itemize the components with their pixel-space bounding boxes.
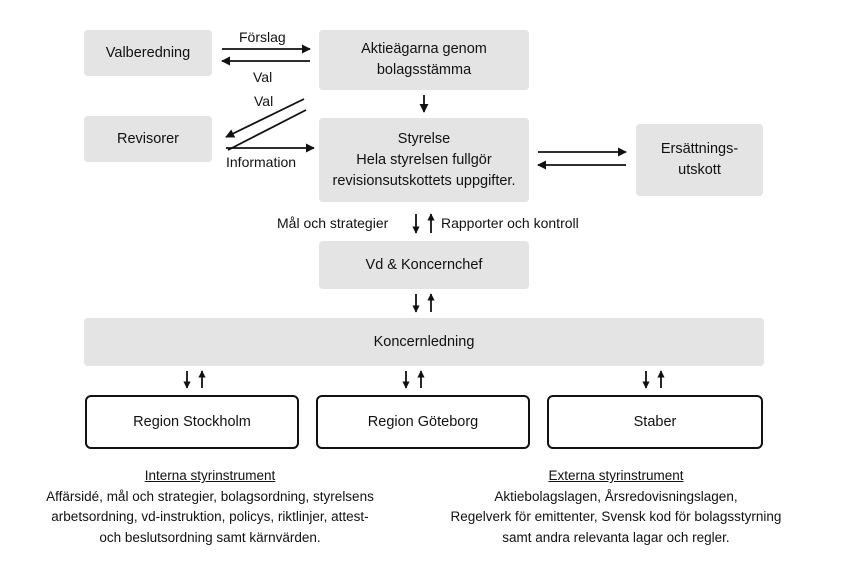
vd-label: Vd & Koncernchef bbox=[365, 256, 483, 273]
region-stockholm-label: Region Stockholm bbox=[133, 413, 251, 430]
valberedning-label: Valberedning bbox=[105, 44, 191, 61]
internal-instruments: Interna styrinstrument Affärsidé, mål oc… bbox=[10, 466, 410, 548]
external-instruments: Externa styrinstrument Aktiebolagslagen,… bbox=[416, 466, 816, 548]
region-goteborg-label: Region Göteborg bbox=[367, 413, 479, 430]
ersattningsutskott-label-1: Ersättnings- bbox=[660, 141, 739, 157]
rapporter-label: Rapporter och kontroll bbox=[441, 215, 579, 231]
ersattningsutskott-box: Ersättnings- utskott bbox=[636, 124, 763, 196]
aktieagarna-label-1: Aktieägarna genom bbox=[361, 41, 487, 57]
styrelse-label-3: revisionsutskottets uppgifter. bbox=[332, 172, 516, 189]
val-label-2: Val bbox=[254, 93, 274, 109]
staber-box: Staber bbox=[547, 395, 763, 449]
mal-label: Mål och strategier bbox=[277, 215, 389, 231]
valberedning-box: Valberedning bbox=[84, 30, 212, 76]
aktieagarna-label-2: bolagsstämma bbox=[376, 62, 472, 78]
koncernledning-label: Koncernledning bbox=[373, 333, 475, 350]
val-label-1: Val bbox=[253, 69, 273, 85]
revisorer-label: Revisorer bbox=[116, 130, 180, 147]
styrelse-label-2: Hela styrelsen fullgör bbox=[356, 151, 492, 168]
aktieagarna-box: Aktieägarna genom bolagsstämma bbox=[319, 30, 529, 90]
information-arrow-diag bbox=[227, 109, 307, 151]
external-line-1: Aktiebolagslagen, Årsredovisningslagen, bbox=[494, 488, 738, 504]
information-label: Information bbox=[226, 154, 297, 170]
region-stockholm-box: Region Stockholm bbox=[85, 395, 299, 449]
styrelse-label-1: Styrelse bbox=[397, 130, 451, 147]
internal-line-1: Affärsidé, mål och strategier, bolagsord… bbox=[46, 488, 374, 504]
koncernledning-box: Koncernledning bbox=[84, 318, 764, 366]
ersattningsutskott-label-2: utskott bbox=[678, 162, 721, 178]
external-line-3: samt andra relevanta lagar och regler. bbox=[502, 529, 730, 545]
staber-label: Staber bbox=[633, 413, 677, 430]
external-heading: Externa styrinstrument bbox=[548, 468, 684, 483]
internal-line-2: arbetsordning, vd-instruktion, policys, … bbox=[51, 509, 369, 524]
internal-heading: Interna styrinstrument bbox=[144, 468, 276, 483]
styrelse-box: Styrelse Hela styrelsen fullgör revision… bbox=[319, 118, 529, 202]
region-goteborg-box: Region Göteborg bbox=[316, 395, 530, 449]
forslag-label: Förslag bbox=[239, 29, 286, 45]
revisorer-box: Revisorer bbox=[84, 116, 212, 162]
internal-line-3: och beslutsordning samt kärnvärden. bbox=[99, 529, 321, 545]
val-arrow-2 bbox=[225, 98, 305, 138]
vd-box: Vd & Koncernchef bbox=[319, 241, 529, 289]
external-line-2: Regelverk för emittenter, Svensk kod för… bbox=[450, 509, 782, 524]
